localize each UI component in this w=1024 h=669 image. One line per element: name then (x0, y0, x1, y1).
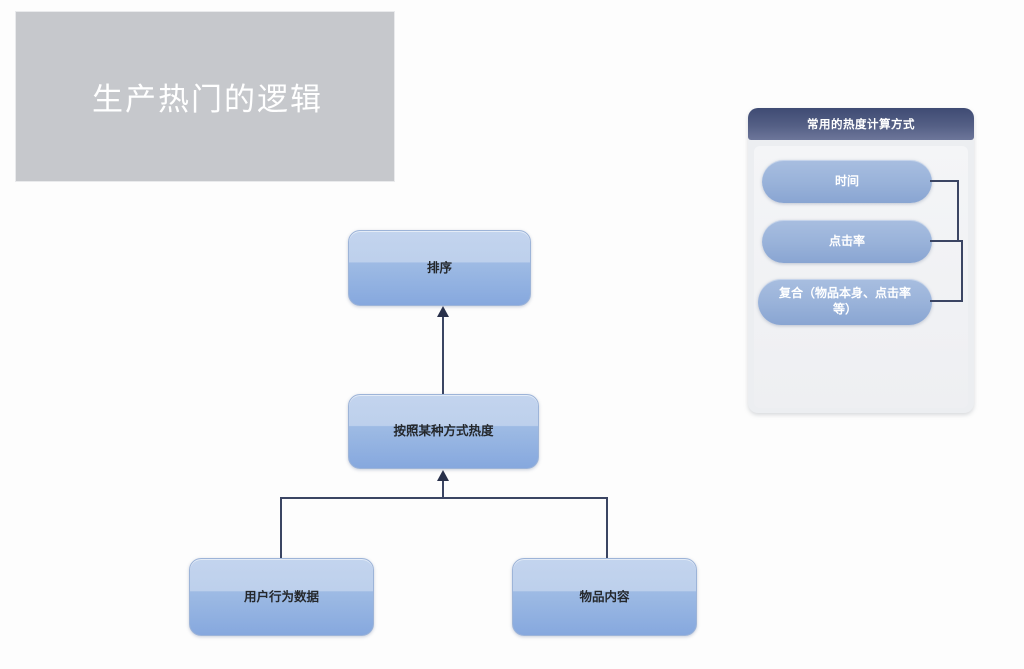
connector-bus-to-content (606, 497, 608, 558)
bracket-segment-composite (930, 300, 963, 302)
flow-node-sort[interactable]: 排序 (348, 230, 531, 306)
bracket-segment-time (930, 180, 959, 182)
bracket-segment-ctr (930, 240, 963, 242)
flow-node-sort-label: 排序 (426, 260, 452, 275)
heat-method-item-time-label: 时间 (834, 173, 859, 188)
flow-node-behavior-label: 用户行为数据 (243, 589, 319, 604)
heat-method-item-composite-label: 复合（物品本身、点击率等） (778, 286, 911, 316)
heat-method-item-ctr[interactable]: 点击率 (762, 220, 932, 263)
bracket-segment-upper-vertical (957, 180, 959, 242)
bracket-segment-lower-vertical (961, 240, 963, 302)
connector-bottom-bus (280, 497, 608, 499)
connector-heat-to-sort-line (442, 316, 444, 394)
flow-node-behavior[interactable]: 用户行为数据 (189, 558, 374, 636)
connector-bus-to-behavior (280, 497, 282, 558)
connector-bus-to-heat-line (442, 480, 444, 499)
heat-methods-panel-title: 常用的热度计算方式 (807, 119, 915, 131)
flow-node-heat[interactable]: 按照某种方式热度 (348, 394, 539, 469)
flow-node-content[interactable]: 物品内容 (512, 558, 697, 636)
arrow-head-icon-heat-to-sort (437, 306, 449, 317)
flow-node-content-label: 物品内容 (579, 589, 630, 604)
heat-methods-panel-header: 常用的热度计算方式 (748, 108, 974, 140)
flow-node-heat-label: 按照某种方式热度 (393, 424, 494, 439)
heat-method-item-ctr-label: 点击率 (828, 233, 865, 248)
title-block: 生产热门的逻辑 (16, 12, 394, 181)
page-title: 生产热门的逻辑 (92, 82, 323, 117)
heat-method-item-time[interactable]: 时间 (762, 160, 932, 203)
heat-method-item-composite[interactable]: 复合（物品本身、点击率等） (758, 279, 932, 325)
arrow-head-icon-bus-to-heat (437, 470, 449, 481)
